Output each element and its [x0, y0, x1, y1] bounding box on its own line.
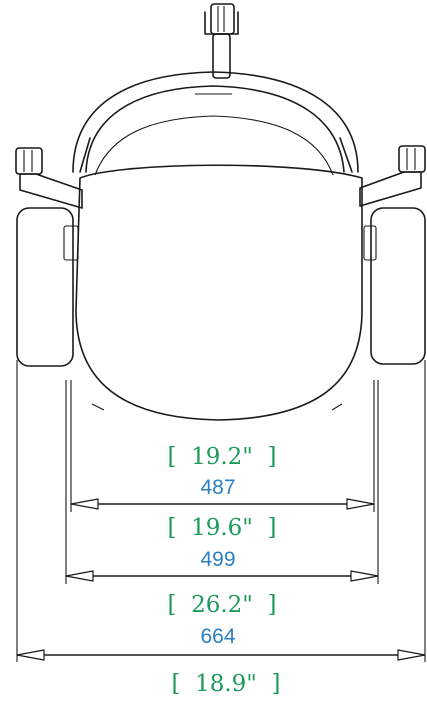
- dimension-1-inch-label: [ 19.2" ]: [168, 444, 277, 470]
- right-wheel: [363, 207, 426, 365]
- dimension-2-inch-label: [ 19.6" ]: [168, 515, 277, 541]
- dimension-2-mm-label: 499: [200, 548, 235, 571]
- dimension-line-487: [70, 498, 375, 510]
- dimension-3-mm-label: 664: [200, 625, 235, 648]
- dimension-line-664: [16, 649, 426, 661]
- dimension-line-499: [65, 570, 379, 582]
- left-wheel: [16, 207, 79, 367]
- backrest-frame: [72, 71, 359, 176]
- push-handle: [204, 3, 239, 79]
- dimension-3-inch-label: [ 26.2" ]: [168, 592, 277, 618]
- dimension-4-inch-label: [ 18.9" ]: [172, 671, 281, 697]
- left-side-handle: [15, 147, 83, 209]
- right-side-handle: [359, 145, 426, 207]
- extension-lines: [16, 360, 426, 662]
- seat: [75, 164, 363, 421]
- dimension-1-mm-label: 487: [200, 476, 235, 499]
